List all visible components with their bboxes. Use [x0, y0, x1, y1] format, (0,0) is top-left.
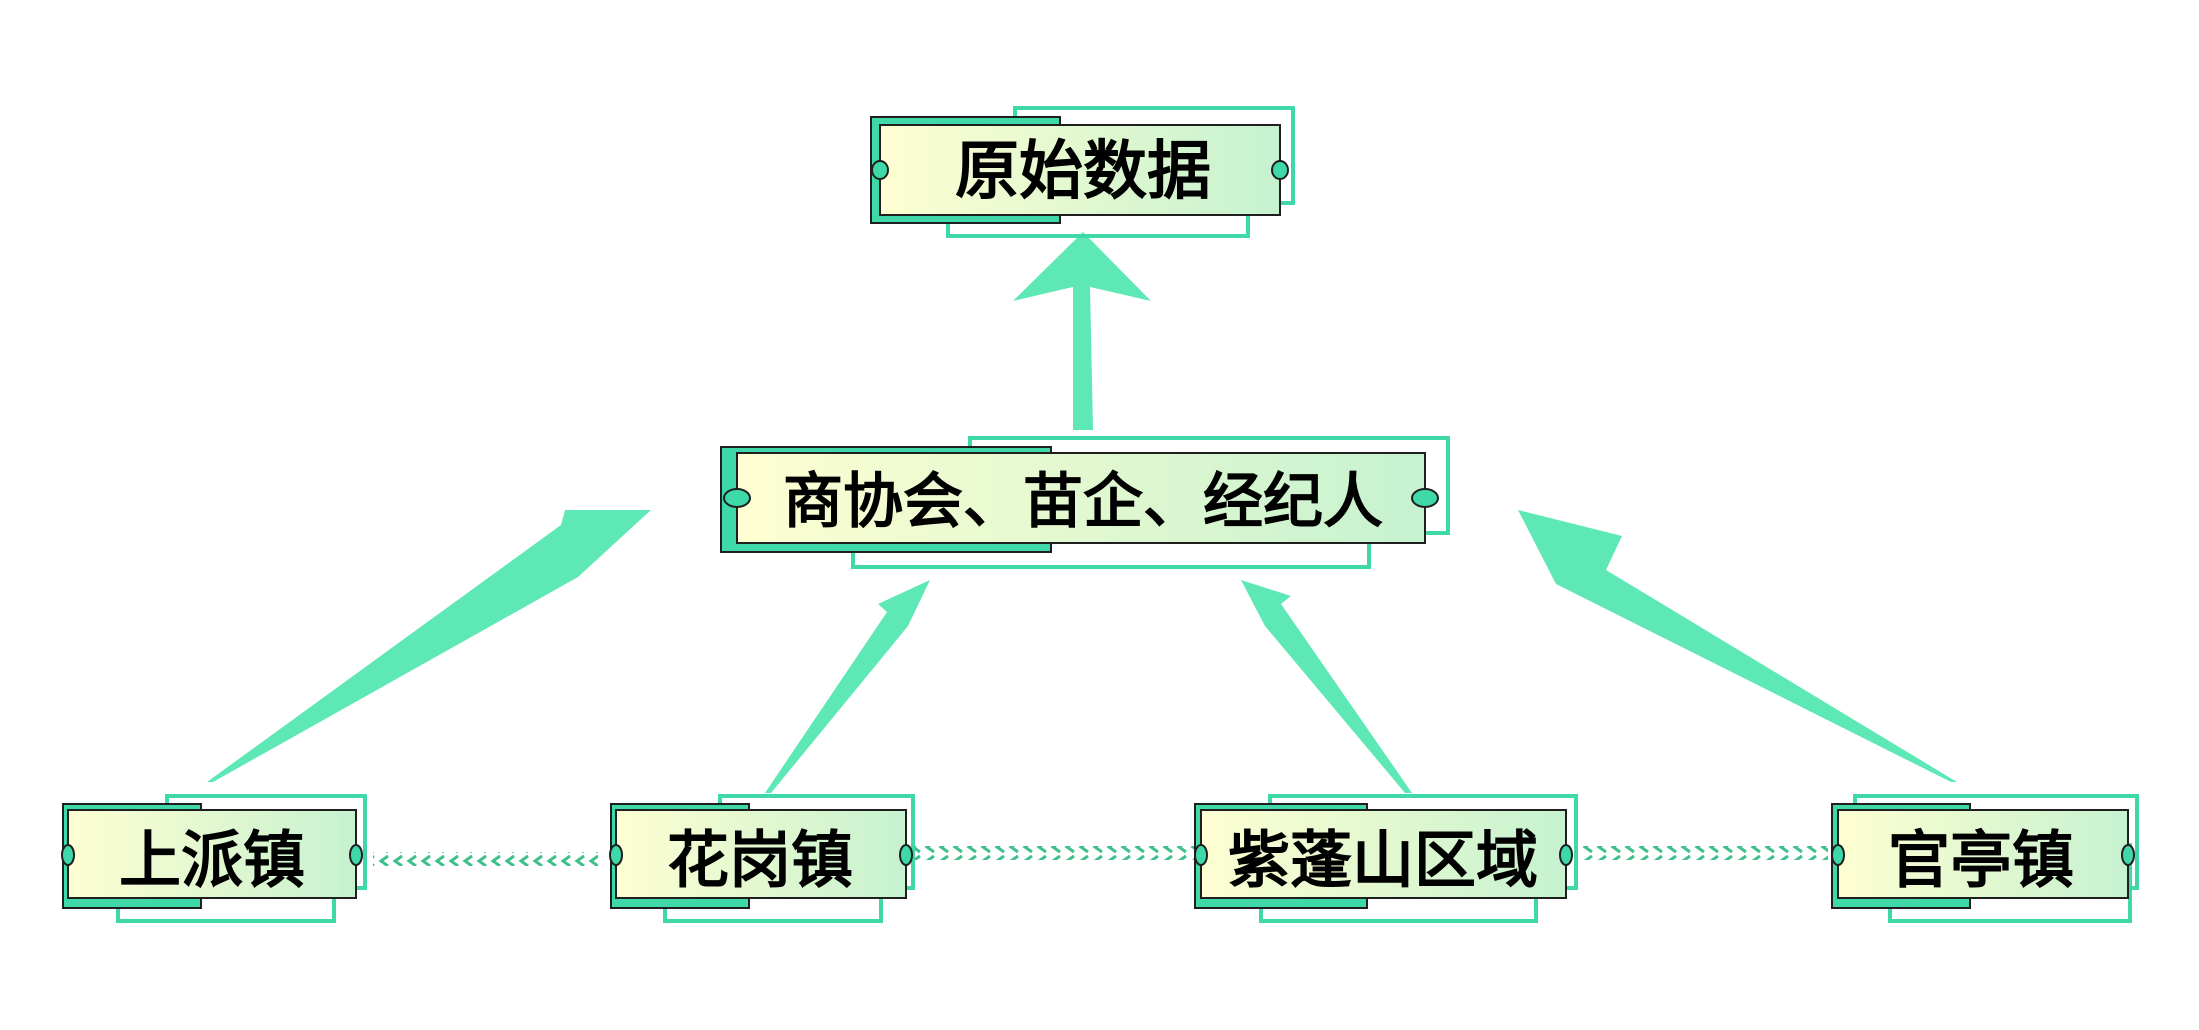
arrow-zipengshan-to-middle — [1241, 580, 1412, 793]
link-zipengshan-guanting — [1583, 846, 1828, 860]
node-top-label: 原始数据 — [955, 135, 1211, 209]
node-middle-label: 商协会、苗企、经纪人 — [783, 467, 1383, 537]
bottom-links-layer — [373, 846, 1828, 866]
node-zipengshan-label: 紫蓬山区域 — [1228, 824, 1538, 897]
node-huagang-label: 花岗镇 — [667, 824, 853, 897]
link-huagang-zipengshan — [915, 846, 1195, 860]
node-shangpai: 上派镇 — [61, 794, 367, 923]
link-shangpai-huagang — [373, 852, 598, 866]
node-guanting: 官亭镇 — [1831, 794, 2139, 923]
arrow-guanting-to-middle — [1518, 510, 1957, 782]
node-top: 原始数据 — [870, 106, 1295, 238]
node-huagang: 花岗镇 — [609, 794, 915, 923]
node-zipengshan: 紫蓬山区域 — [1194, 794, 1578, 923]
node-shangpai-label: 上派镇 — [119, 824, 305, 897]
node-guanting-label: 官亭镇 — [1888, 824, 2074, 897]
arrow-shangpai-to-middle — [207, 510, 651, 782]
arrow-huagang-to-middle — [765, 580, 930, 793]
arrow-middle-to-top — [1013, 232, 1151, 430]
node-middle: 商协会、苗企、经纪人 — [720, 436, 1450, 569]
arrows-layer — [207, 232, 1957, 793]
